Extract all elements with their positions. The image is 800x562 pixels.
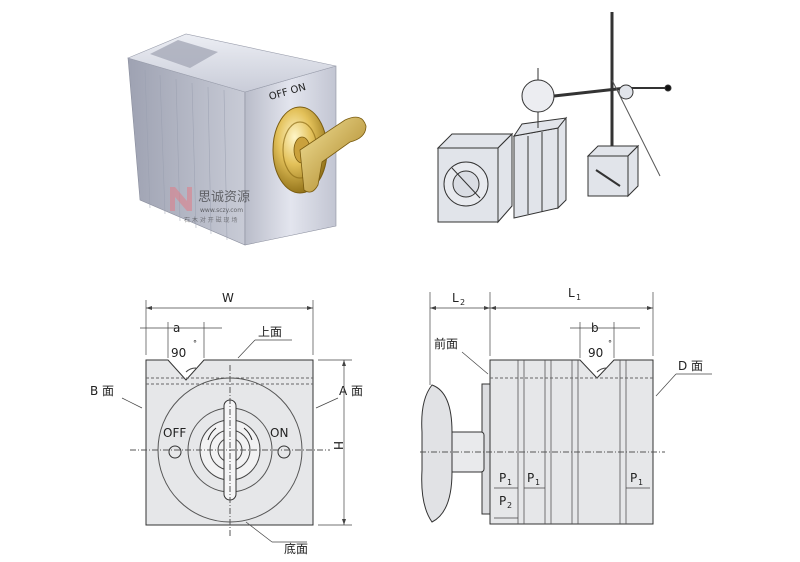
p2-sub: 2 <box>507 501 512 510</box>
magnetic-v-block-photo: OFF ON 思诚资源 www.sczy.com 石 木 对 开 磁 现 场 <box>127 33 367 246</box>
d-face-label: D 面 <box>678 359 703 373</box>
height-label: H <box>331 441 345 450</box>
degree-side: ° <box>608 339 612 348</box>
l2-label: L <box>452 291 459 305</box>
l1-label: L <box>568 286 575 300</box>
watermark: 思诚资源 www.sczy.com 石 木 对 开 磁 现 场 <box>170 187 250 224</box>
b-face-label: B 面 <box>90 384 114 398</box>
l2-subscript: 2 <box>460 298 465 307</box>
p1-label-1: P <box>499 471 506 485</box>
angle-dim-a: a <box>173 321 180 335</box>
watermark-name: 思诚资源 <box>198 190 250 205</box>
side-view-drawing <box>420 292 712 525</box>
angle-90-front: 90 <box>171 346 186 360</box>
a-face-label: A 面 <box>339 384 363 398</box>
off-label: OFF <box>163 426 186 440</box>
p1-sub-1: 1 <box>507 478 512 487</box>
watermark-tagline: 石 木 对 开 磁 现 场 <box>184 216 237 224</box>
bottom-face-label: 底面 <box>284 541 308 556</box>
angle-90-side: 90 <box>588 346 603 360</box>
watermark-url: www.sczy.com <box>200 207 243 214</box>
front-face-label: 前面 <box>434 336 458 351</box>
side-view-body <box>489 359 654 525</box>
l1-subscript: 1 <box>576 293 581 302</box>
lever-handle <box>299 116 367 193</box>
degree-front: ° <box>193 339 197 348</box>
p1-label-2: P <box>527 471 534 485</box>
p1-label-3: P <box>630 471 637 485</box>
angle-dim-b: b <box>591 321 599 335</box>
p1-sub-2: 1 <box>535 478 540 487</box>
side-lever-handle <box>421 384 453 523</box>
p2-label: P <box>499 494 506 508</box>
front-view-drawing <box>121 300 352 543</box>
width-label: W <box>222 291 234 305</box>
on-label: ON <box>270 426 288 440</box>
indicator-setup-sketch <box>436 12 672 224</box>
p1-sub-3: 1 <box>638 478 643 487</box>
top-face-label: 上面 <box>258 325 282 339</box>
